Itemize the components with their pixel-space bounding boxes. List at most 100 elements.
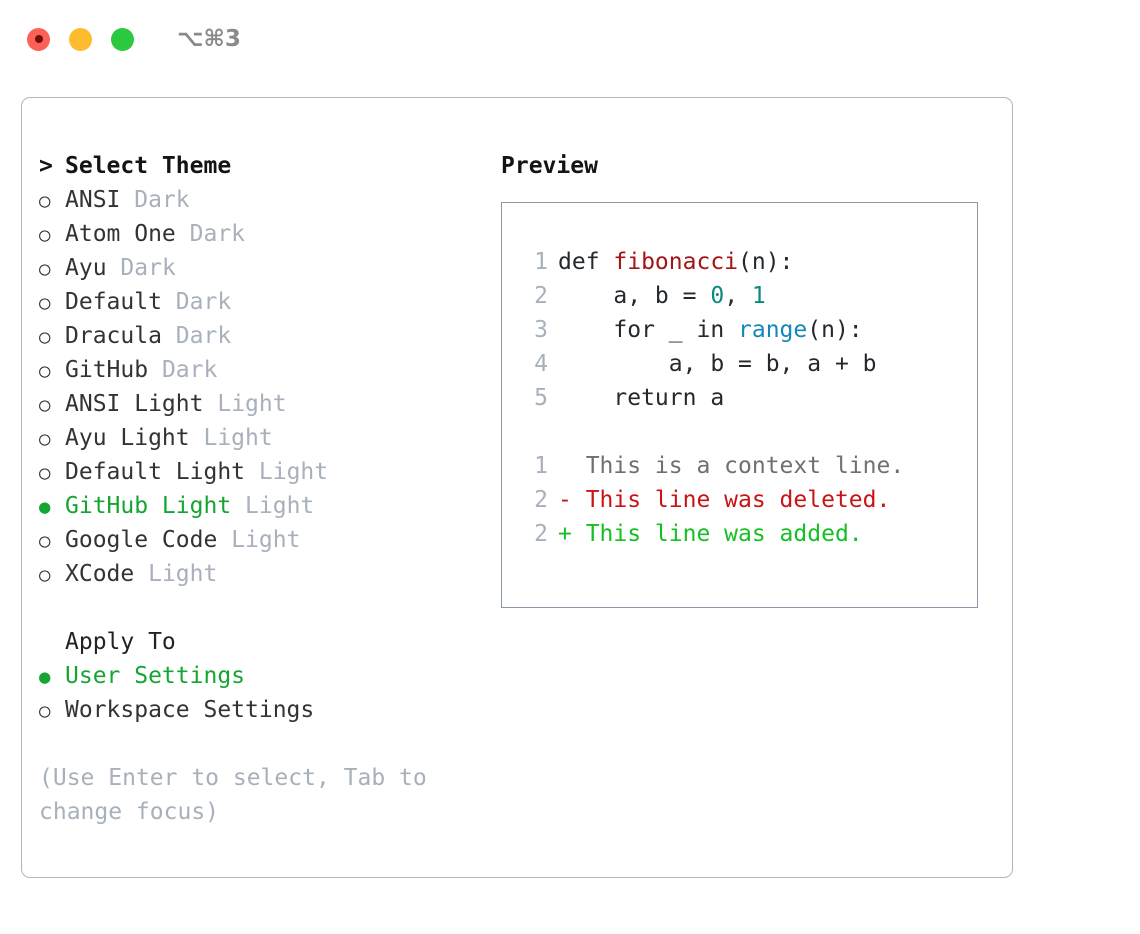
theme-option-google-code[interactable]: ○ Google Code Light — [39, 523, 489, 557]
code-line: 5 return a — [516, 381, 977, 415]
code-line: 3 for _ in range(n): — [516, 313, 977, 347]
code-token-call: range — [738, 317, 808, 343]
theme-option-kind: Light — [245, 493, 315, 519]
theme-option-kind: Dark — [175, 289, 232, 315]
select-theme-header: > Select Theme — [39, 149, 489, 183]
radio-unselected-icon: ○ — [39, 258, 51, 280]
radio-unselected-icon: ○ — [39, 394, 51, 416]
radio-selected-icon: ● — [39, 666, 51, 688]
code-line-text: a, b = 0, 1 — [558, 279, 766, 313]
code-line: 4 a, b = b, a + b — [516, 347, 977, 381]
theme-option-label: Default Light — [65, 459, 246, 485]
code-token-plain: , — [724, 283, 752, 309]
theme-option-label: ANSI — [65, 187, 121, 213]
radio-unselected-icon: ○ — [39, 530, 51, 552]
main-panel: > Select Theme ○ANSI Dark○Atom One Dark○… — [21, 97, 1013, 878]
theme-option-kind: Light — [217, 391, 287, 417]
diff-line: 1 This is a context line. — [516, 449, 977, 483]
caret-icon: > — [39, 153, 53, 179]
theme-option-github[interactable]: ○ GitHub Dark — [39, 353, 489, 387]
radio-unselected-icon: ○ — [39, 190, 51, 212]
code-token-plain: (n): — [738, 249, 794, 275]
theme-selector-column: > Select Theme ○ANSI Dark○Atom One Dark○… — [39, 149, 489, 829]
theme-option-github-light[interactable]: ●GitHub Light Light — [39, 489, 489, 523]
theme-option-ayu[interactable]: ○Ayu Dark — [39, 251, 489, 285]
apply-to-title: Apply To — [65, 629, 176, 655]
theme-option-kind: Dark — [134, 187, 190, 213]
line-number: 4 — [534, 351, 548, 377]
theme-option-default[interactable]: ○ Default Dark — [39, 285, 489, 319]
keyboard-shortcut-label: ⌥⌘3 — [177, 26, 241, 52]
apply-to-list[interactable]: ●User Settings○Workspace Settings — [39, 659, 489, 727]
theme-option-kind: Light — [231, 527, 301, 553]
titlebar: ⌥⌘3 — [0, 0, 1140, 78]
theme-list[interactable]: ○ANSI Dark○Atom One Dark○Ayu Dark○Defaul… — [39, 183, 489, 591]
theme-option-label: Ayu — [65, 255, 107, 281]
theme-option-label: Atom One — [65, 221, 176, 247]
code-token-plain: a, b = b, a + b — [558, 351, 877, 377]
code-token-plain: a, b = — [558, 283, 711, 309]
diff-line-text-add: + This line was added. — [558, 521, 863, 547]
close-button-icon[interactable] — [27, 27, 50, 51]
theme-option-kind: Light — [203, 425, 273, 451]
radio-unselected-icon: ○ — [39, 360, 51, 382]
diff-snippet: 1 This is a context line. 2 - This line wa… — [516, 449, 977, 551]
apply-to-group: ○ Apply To ●User Settings○Workspace Sett… — [39, 625, 489, 727]
theme-option-label: XCode — [65, 561, 135, 587]
code-line-text: return a — [558, 381, 724, 415]
code-line-text: def fibonacci(n): — [558, 245, 793, 279]
theme-option-kind: Dark — [175, 323, 232, 349]
theme-option-label: Google Code — [65, 527, 218, 553]
apply-to-option-user-settings[interactable]: ●User Settings — [39, 659, 489, 693]
page-title: Select Theme — [65, 153, 232, 179]
minimize-button-icon[interactable] — [69, 27, 92, 51]
code-token-num: 1 — [751, 283, 766, 309]
line-number: 5 — [534, 385, 548, 411]
code-line-text: a, b = b, a + b — [558, 347, 877, 381]
keyboard-hint-text: (Use Enter to select, Tab to change focu… — [39, 765, 427, 825]
code-line-text: for _ in range(n): — [558, 313, 863, 347]
preview-title: Preview — [501, 153, 598, 179]
theme-option-kind: Light — [148, 561, 218, 587]
radio-unselected-icon: ○ — [39, 292, 51, 314]
theme-option-ansi-light[interactable]: ○ ANSI Light Light — [39, 387, 489, 421]
code-token-plain: return a — [558, 385, 725, 411]
radio-unselected-icon: ○ — [39, 326, 51, 348]
apply-to-header: ○ Apply To — [39, 625, 489, 659]
line-number: 2 — [534, 487, 548, 513]
theme-option-label: Ayu Light — [65, 425, 190, 451]
diff-line-text-del: - This line was deleted. — [558, 487, 891, 513]
theme-option-default-light[interactable]: ○Default Light Light — [39, 455, 489, 489]
code-line: 2 a, b = 0, 1 — [516, 279, 977, 313]
code-token-plain: def — [558, 249, 614, 275]
window-controls — [27, 27, 134, 51]
theme-option-label: ANSI Light — [65, 391, 204, 417]
line-number: 2 — [534, 283, 548, 309]
theme-option-kind: Dark — [189, 221, 246, 247]
radio-selected-icon: ● — [39, 496, 51, 518]
code-token-plain: (n): — [807, 317, 863, 343]
theme-option-xcode[interactable]: ○ XCode Light — [39, 557, 489, 591]
zoom-button-icon[interactable] — [111, 27, 134, 51]
theme-option-atom-one[interactable]: ○Atom One Dark — [39, 217, 489, 251]
line-number: 1 — [534, 453, 548, 479]
theme-option-kind: Dark — [161, 357, 218, 383]
line-number: 3 — [534, 317, 548, 343]
theme-option-ayu-light[interactable]: ○Ayu Light Light — [39, 421, 489, 455]
theme-option-ansi[interactable]: ○ ANSI Dark — [39, 183, 489, 217]
code-diff-separator — [516, 415, 977, 449]
theme-option-dracula[interactable]: ○Dracula Dark — [39, 319, 489, 353]
diff-line: 2 - This line was deleted. — [516, 483, 977, 517]
line-number: 2 — [534, 521, 548, 547]
apply-to-option-workspace-settings[interactable]: ○Workspace Settings — [39, 693, 489, 727]
code-token-num: 0 — [710, 283, 725, 309]
radio-unselected-icon: ○ — [39, 564, 51, 586]
code-token-plain: for _ in — [558, 317, 739, 343]
diff-line-text-ctx: This is a context line. — [558, 453, 905, 479]
theme-option-label: Default — [65, 289, 162, 315]
theme-option-label: GitHub — [65, 357, 149, 383]
apply-to-option-label: Workspace Settings — [65, 697, 315, 723]
